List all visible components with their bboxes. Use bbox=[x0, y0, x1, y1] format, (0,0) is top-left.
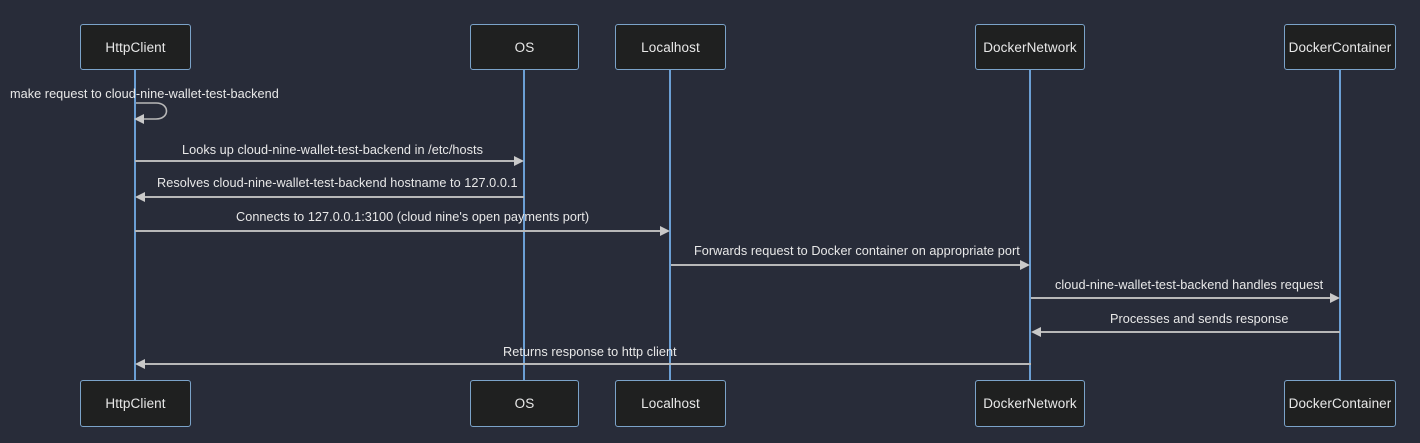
self-loop-httpclient bbox=[134, 100, 184, 125]
actor-box-top-os[interactable]: OS bbox=[470, 24, 579, 70]
actor-box-top-dockercontainer[interactable]: DockerContainer bbox=[1284, 24, 1396, 70]
message-label-6: Processes and sends response bbox=[1110, 312, 1289, 326]
arrow-head-6 bbox=[1031, 327, 1041, 337]
message-label-0: make request to cloud-nine-wallet-test-b… bbox=[10, 87, 279, 101]
message-label-1: Looks up cloud-nine-wallet-test-backend … bbox=[182, 143, 483, 157]
lifeline-httpclient bbox=[134, 70, 136, 380]
actor-label-dockercontainer-top: DockerContainer bbox=[1288, 39, 1392, 55]
message-label-2: Resolves cloud-nine-wallet-test-backend … bbox=[157, 176, 518, 190]
message-line-7 bbox=[145, 363, 1031, 365]
actor-label-dockercontainer-bottom: DockerContainer bbox=[1288, 396, 1392, 411]
message-line-2 bbox=[145, 196, 524, 198]
lifeline-localhost bbox=[669, 70, 671, 380]
actor-box-bottom-httpclient[interactable]: HttpClient bbox=[80, 380, 191, 427]
actor-box-bottom-localhost[interactable]: Localhost bbox=[615, 380, 726, 427]
lifeline-dockercontainer bbox=[1339, 70, 1341, 380]
actor-label-httpclient-top: HttpClient bbox=[105, 39, 166, 55]
actor-box-bottom-dockercontainer[interactable]: DockerContainer bbox=[1284, 380, 1396, 427]
actor-box-top-localhost[interactable]: Localhost bbox=[615, 24, 726, 70]
lifeline-os bbox=[523, 70, 525, 380]
arrow-head-1 bbox=[514, 156, 524, 166]
arrow-head-3 bbox=[660, 226, 670, 236]
message-line-6 bbox=[1041, 331, 1340, 333]
arrow-head-self-loop bbox=[134, 114, 144, 124]
message-line-3 bbox=[135, 230, 661, 232]
actor-label-dockernetwork-bottom: DockerNetwork bbox=[983, 396, 1077, 411]
actor-box-bottom-dockernetwork[interactable]: DockerNetwork bbox=[975, 380, 1085, 427]
actor-label-os-top: OS bbox=[514, 39, 535, 55]
message-label-4: Forwards request to Docker container on … bbox=[694, 244, 1020, 258]
actor-label-httpclient-bottom: HttpClient bbox=[105, 396, 166, 411]
arrow-head-4 bbox=[1020, 260, 1030, 270]
arrow-head-7 bbox=[135, 359, 145, 369]
message-line-5 bbox=[1031, 297, 1331, 299]
actor-label-os-bottom: OS bbox=[514, 396, 535, 411]
actor-label-dockernetwork-top: DockerNetwork bbox=[983, 39, 1077, 55]
actor-label-localhost-top: Localhost bbox=[641, 39, 700, 55]
actor-box-top-dockernetwork[interactable]: DockerNetwork bbox=[975, 24, 1085, 70]
arrow-head-5 bbox=[1330, 293, 1340, 303]
arrow-head-2 bbox=[135, 192, 145, 202]
message-label-3: Connects to 127.0.0.1:3100 (cloud nine's… bbox=[236, 210, 590, 224]
message-label-5: cloud-nine-wallet-test-backend handles r… bbox=[1055, 278, 1324, 292]
message-line-4 bbox=[671, 264, 1021, 266]
lifeline-dockernetwork bbox=[1029, 70, 1031, 380]
actor-box-top-httpclient[interactable]: HttpClient bbox=[80, 24, 191, 70]
actor-box-bottom-os[interactable]: OS bbox=[470, 380, 579, 427]
message-line-1 bbox=[135, 160, 515, 162]
message-label-7: Returns response to http client bbox=[503, 345, 677, 359]
actor-label-localhost-bottom: Localhost bbox=[641, 396, 700, 411]
